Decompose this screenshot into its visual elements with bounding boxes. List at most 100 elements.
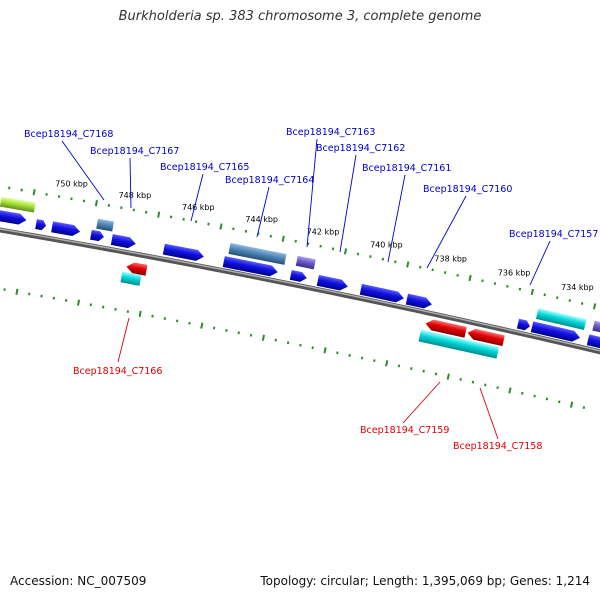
outer-tick-mark	[120, 206, 123, 210]
outer-tick-mark	[481, 279, 484, 283]
inner-tick-mark	[471, 380, 475, 384]
inner-tick-mark	[286, 341, 290, 345]
inner-tick-mark	[15, 288, 19, 295]
inner-tick-mark	[138, 310, 142, 318]
gene-arrow[interactable]	[359, 283, 405, 304]
forward-gene-label[interactable]: Bcep18194_C7163	[286, 127, 375, 138]
outer-tick-mark	[45, 192, 48, 196]
kbp-tick-label: 742 kbp	[307, 228, 340, 237]
inner-tick-mark	[212, 326, 216, 330]
reverse-gene-label[interactable]: Bcep18194_C7158	[453, 441, 542, 452]
inner-tick-mark	[261, 334, 265, 341]
outer-tick-mark	[219, 223, 223, 230]
forward-gene-label[interactable]: Bcep18194_C7162	[316, 143, 405, 154]
gene-arrow[interactable]	[316, 274, 349, 292]
chromosome-backbone	[0, 227, 600, 355]
inner-tick-mark	[336, 351, 339, 355]
forward-gene-label[interactable]: Bcep18194_C7168	[24, 129, 113, 140]
forward-gene-label[interactable]: Bcep18194_C7164	[225, 175, 314, 186]
outer-tick-mark	[406, 261, 410, 268]
outer-tick-mark	[94, 200, 98, 207]
inner-tick-mark	[446, 373, 450, 380]
inner-tick-mark	[397, 364, 401, 368]
gene-arrow[interactable]	[424, 318, 467, 338]
gene-arrow[interactable]	[228, 243, 287, 265]
outer-tick-mark	[592, 303, 597, 310]
outer-tick-mark	[294, 239, 297, 243]
inner-tick-mark	[200, 322, 204, 329]
forward-gene-label[interactable]: Bcep18194_C7165	[160, 162, 249, 173]
gene-arrow[interactable]	[162, 243, 205, 262]
inner-tick-mark	[545, 397, 549, 401]
outer-tick-mark	[343, 248, 348, 255]
gene-arrow[interactable]	[0, 196, 36, 213]
inner-tick-mark	[89, 303, 93, 307]
gene-arrow[interactable]	[289, 269, 308, 283]
kbp-tick-label: 734 kbp	[561, 283, 594, 292]
forward-gene-label[interactable]: Bcep18194_C7160	[423, 184, 512, 195]
inner-tick-mark	[434, 372, 438, 376]
kbp-tick-label: 738 kbp	[434, 255, 467, 264]
inner-tick-mark	[237, 331, 240, 335]
gene-arrow[interactable]	[110, 234, 137, 249]
gene-arrow[interactable]	[535, 308, 587, 331]
outer-tick-mark	[194, 220, 198, 224]
inner-tick-mark	[533, 394, 536, 398]
inner-tick-mark	[459, 377, 462, 381]
forward-gene-label[interactable]: Bcep18194_C7161	[362, 163, 451, 174]
gene-arrow[interactable]	[0, 209, 27, 226]
gene-features	[0, 196, 600, 359]
gene-arrow[interactable]	[90, 229, 105, 242]
outer-tick-mark	[182, 217, 185, 221]
gene-arrow[interactable]	[516, 318, 531, 331]
gene-arrow[interactable]	[586, 334, 600, 349]
outer-tick-mark	[232, 227, 235, 231]
gene-arrow[interactable]	[405, 293, 433, 310]
callout-line	[61, 140, 105, 201]
inner-tick-mark	[484, 383, 487, 387]
callout-line	[479, 387, 499, 440]
gene-arrow[interactable]	[466, 327, 505, 347]
inner-tick-mark	[188, 321, 191, 325]
inner-tick-mark	[40, 294, 43, 298]
reverse-gene-label[interactable]: Bcep18194_C7166	[73, 366, 162, 377]
gene-arrow[interactable]	[418, 329, 500, 359]
outer-tick-mark	[443, 271, 447, 274]
outer-tick-mark	[107, 204, 111, 207]
gene-arrow[interactable]	[592, 320, 600, 335]
inner-tick-mark	[582, 406, 586, 410]
callout-line	[339, 154, 357, 253]
inner-tick-mark	[521, 391, 524, 395]
callout-line	[529, 240, 551, 286]
kbp-tick-label: 744 kbp	[245, 215, 278, 224]
backbone-highlight	[0, 228, 600, 352]
outer-tick-mark	[543, 293, 547, 297]
outer-tick-mark	[145, 210, 148, 214]
gene-arrow[interactable]	[295, 255, 316, 270]
outer-tick-mark	[8, 186, 11, 190]
gene-arrow[interactable]	[96, 218, 114, 232]
outer-tick-mark	[82, 199, 86, 203]
forward-gene-label[interactable]: Bcep18194_C7157	[509, 229, 598, 240]
outer-tick-mark	[369, 255, 372, 259]
gene-arrow[interactable]	[51, 221, 81, 237]
inner-tick-mark	[3, 288, 6, 292]
inner-tick-mark	[163, 317, 167, 320]
outer-tick-mark	[281, 235, 285, 242]
inner-tick-mark	[151, 314, 154, 318]
reverse-gene-label[interactable]: Bcep18194_C7159	[360, 425, 449, 436]
outer-tick-mark	[506, 284, 509, 288]
gene-arrow[interactable]	[120, 271, 142, 286]
forward-gene-label[interactable]: Bcep18194_C7167	[90, 146, 179, 157]
gene-arrow[interactable]	[530, 321, 581, 343]
inner-tick-mark	[410, 367, 413, 371]
outer-tick-mark	[568, 299, 571, 303]
gene-arrow[interactable]	[222, 256, 279, 277]
inner-tick-mark	[496, 386, 499, 390]
outer-tick-mark	[331, 247, 335, 251]
inner-tick-mark	[249, 333, 253, 337]
outer-tick-mark	[356, 252, 360, 256]
gene-arrow[interactable]	[125, 261, 148, 276]
gene-arrow[interactable]	[35, 219, 47, 231]
